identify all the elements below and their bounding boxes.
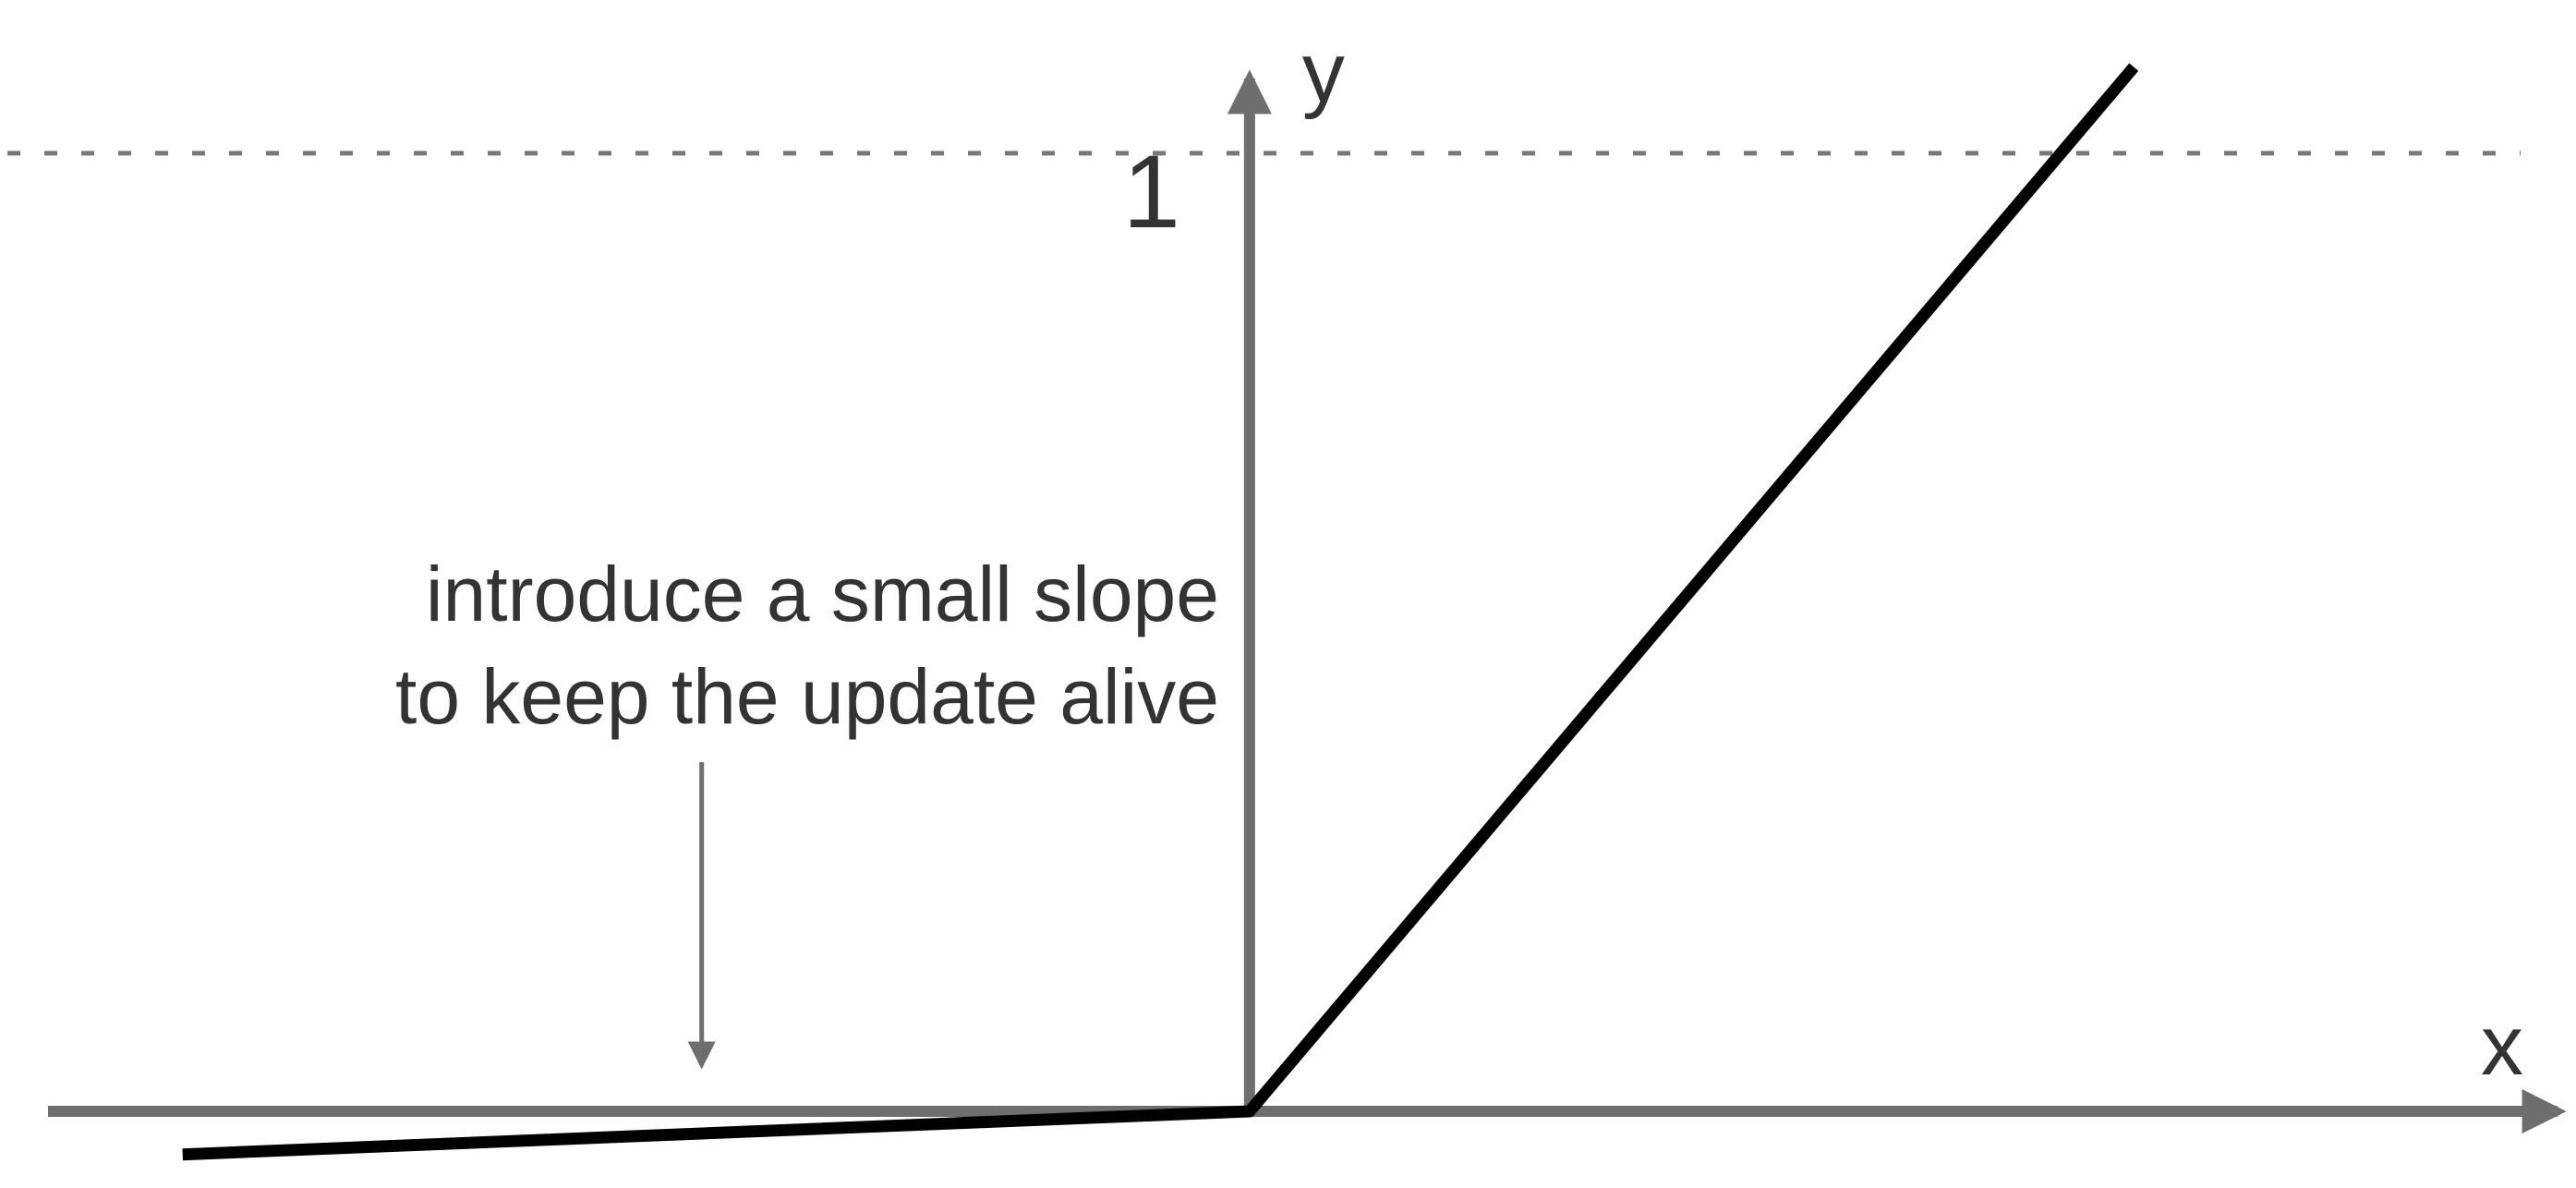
series-layer: [182, 63, 2139, 1161]
series-line: [182, 63, 2139, 1161]
annotation-text-line: to keep the update alive: [395, 653, 1219, 740]
x-axis-label: x: [2481, 999, 2523, 1093]
y-tick-label: 1: [1123, 134, 1180, 249]
y-axis-label: y: [1302, 26, 1345, 120]
annotation-text-line: introduce a small slope: [426, 551, 1219, 637]
